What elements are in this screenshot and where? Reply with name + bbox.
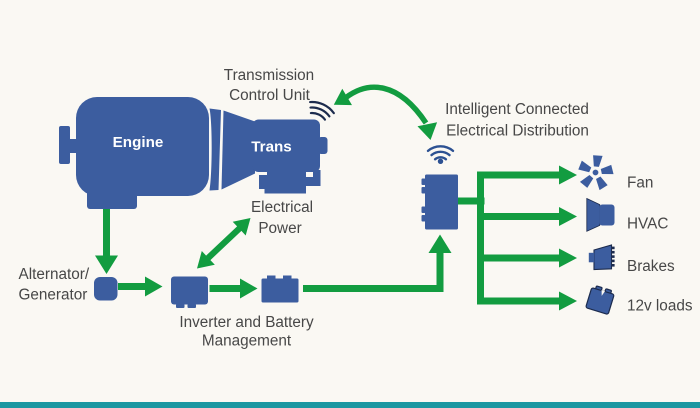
- svg-text:Electrical: Electrical: [251, 199, 313, 216]
- svg-text:Generator: Generator: [19, 287, 88, 304]
- svg-text:Fan: Fan: [627, 175, 653, 192]
- svg-text:Power: Power: [258, 220, 301, 237]
- svg-text:Engine: Engine: [113, 134, 164, 151]
- svg-text:Intelligent Connected: Intelligent Connected: [445, 101, 589, 118]
- svg-text:12v loads: 12v loads: [627, 298, 693, 315]
- svg-text:Transmission: Transmission: [224, 67, 314, 84]
- svg-text:Inverter and Battery: Inverter and Battery: [179, 314, 314, 331]
- svg-text:Brakes: Brakes: [627, 258, 675, 275]
- svg-text:HVAC: HVAC: [627, 216, 668, 233]
- svg-text:Electrical Distribution: Electrical Distribution: [446, 123, 589, 140]
- svg-text:Control Unit: Control Unit: [229, 87, 311, 104]
- svg-text:Management: Management: [202, 333, 292, 350]
- svg-text:Trans: Trans: [251, 139, 292, 156]
- svg-text:Alternator/: Alternator/: [19, 266, 90, 283]
